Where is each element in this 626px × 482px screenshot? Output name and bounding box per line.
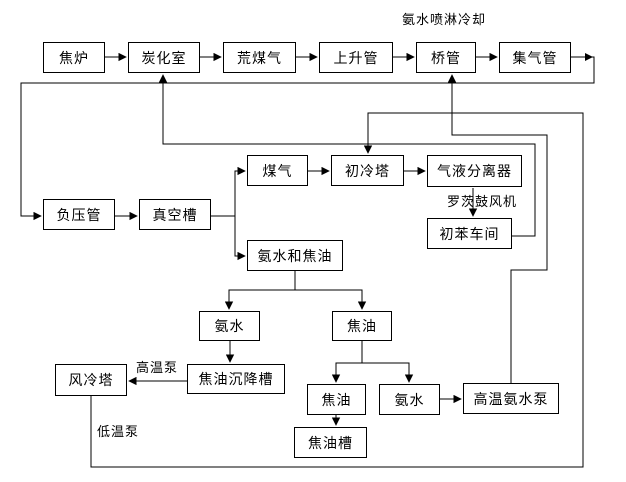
node-tar-tank: 焦油槽 xyxy=(294,427,367,458)
node-coal-gas: 煤气 xyxy=(247,155,308,186)
edge-pump-to-bridge-pipe xyxy=(447,74,548,383)
node-tar-2: 焦油 xyxy=(307,384,366,415)
node-tar-1: 焦油 xyxy=(332,311,392,341)
node-ammonia-water-2: 氨水 xyxy=(379,384,440,415)
label-high-temp-pump: 高温泵 xyxy=(136,361,179,376)
node-coke-oven: 焦炉 xyxy=(43,42,105,73)
arrowhead-collecting-main-corner xyxy=(585,53,593,61)
edge-tar-to-ammonia2 xyxy=(362,362,414,383)
edge-split-to-ammonia-and-tar xyxy=(234,216,246,261)
node-vacuum-tank: 真空槽 xyxy=(139,199,211,230)
node-negative-pressure-pipe: 负压管 xyxy=(43,199,115,230)
edge-ammonia-tar-to-tar xyxy=(295,289,367,310)
node-air-cooling-tower: 风冷塔 xyxy=(55,364,127,396)
node-primary-cooling-tower: 初冷塔 xyxy=(331,155,404,186)
edge-air-cooling-to-primary-cooling xyxy=(90,112,584,468)
node-ammonia-and-tar: 氨水和焦油 xyxy=(247,240,343,271)
node-ascension-pipe: 上升管 xyxy=(319,42,393,73)
label-ammonia-spray-cooling: 氨水喷淋冷却 xyxy=(402,13,487,28)
node-ammonia-water-1: 氨水 xyxy=(199,311,260,341)
node-gas-liquid-separator: 气液分离器 xyxy=(427,155,522,187)
edge-tar-to-tar2 xyxy=(331,362,362,383)
node-crude-benzene-workshop: 初苯车间 xyxy=(427,218,512,249)
label-low-temp-pump: 低温泵 xyxy=(97,425,140,440)
node-tar-settling-tank: 焦油沉降槽 xyxy=(187,364,285,394)
node-gas-collecting-main: 集气管 xyxy=(499,42,571,73)
node-bridge-pipe: 桥管 xyxy=(416,42,476,73)
node-carbonization-chamber: 炭化室 xyxy=(128,42,200,73)
node-raw-coke-gas: 荒煤气 xyxy=(223,42,296,73)
edge-ammonia-tar-to-ammonia xyxy=(224,289,295,310)
node-high-temp-ammonia-pump: 高温氨水泵 xyxy=(463,383,559,414)
label-roots-blower: 罗茨鼓风机 xyxy=(447,195,518,210)
edge-split-to-coal-gas xyxy=(234,166,246,216)
edge-benzene-workshop-to-carbonization xyxy=(158,74,536,237)
